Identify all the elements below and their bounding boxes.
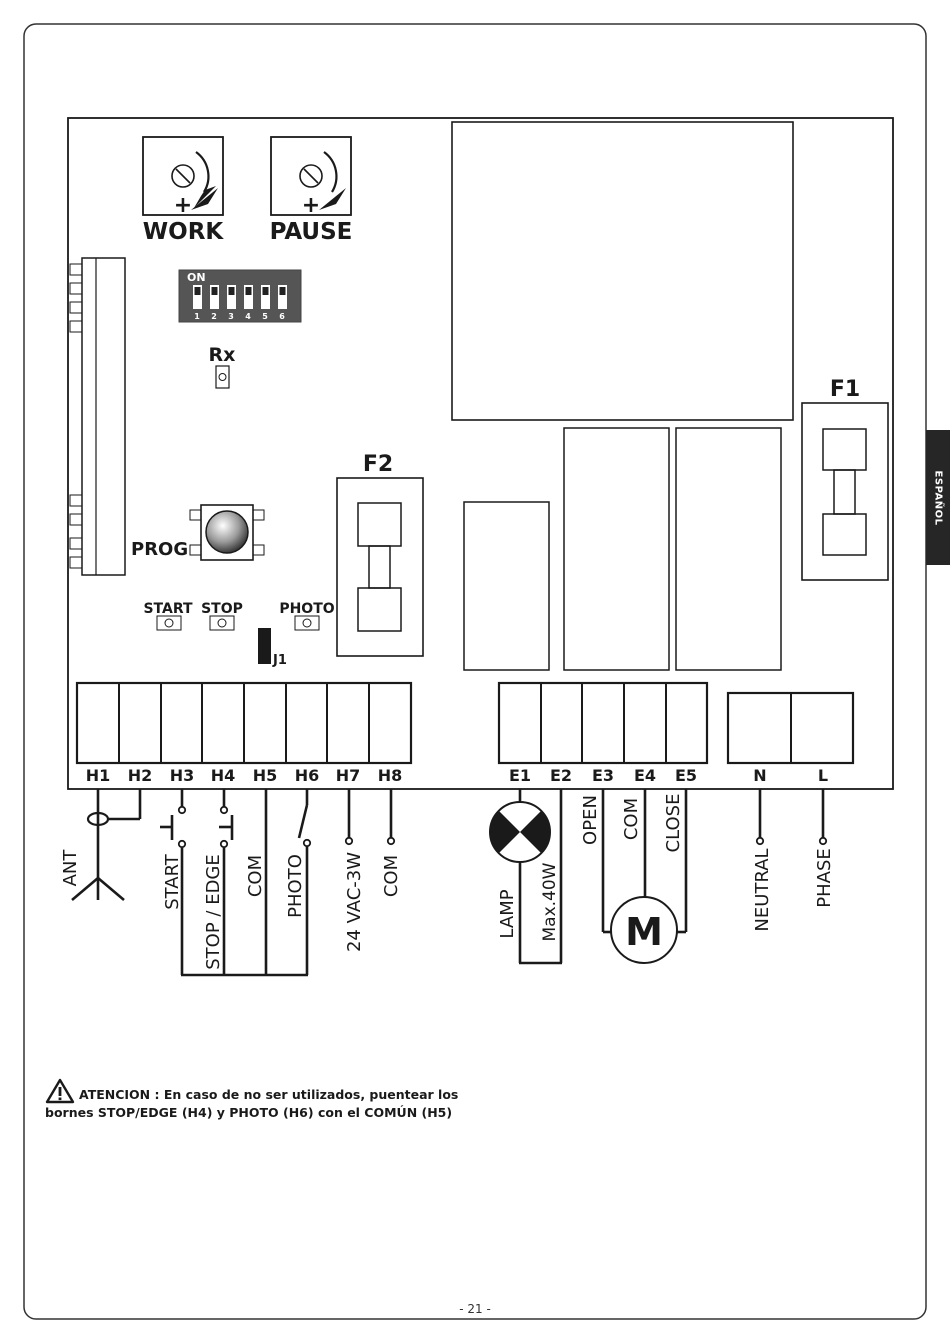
- stop-led: [209, 615, 235, 631]
- warning-line-1: ATENCION : En caso de no ser utilizados,…: [79, 1087, 459, 1102]
- language-tab: ESPAÑOL: [926, 430, 950, 565]
- wire-label-max40w: Max.40W: [540, 862, 560, 941]
- f2-fuse: [336, 477, 424, 657]
- warning-note: ATENCION : En caso de no ser utilizados,…: [45, 1078, 465, 1121]
- page-number: - 21 -: [459, 1302, 491, 1316]
- dip-switch: ON 1 2 3 4 5 6: [178, 269, 302, 323]
- wire-label-com-h5: COM: [245, 855, 266, 897]
- terminal-label-h3: H3: [170, 766, 195, 785]
- terminal-label-h2: H2: [128, 766, 153, 785]
- rx-led: [215, 365, 230, 389]
- wire-label-com-h8: COM: [381, 855, 402, 897]
- work-plus-label: +: [174, 193, 192, 218]
- dip-number: 1: [194, 312, 200, 321]
- wire-label-neutral: NEUTRAL: [752, 848, 773, 931]
- wire-label-stop-edge: STOP / EDGE: [203, 854, 224, 970]
- pause-plus-label: +: [302, 193, 320, 218]
- dip-number: 5: [262, 312, 268, 321]
- terminal-label-e1: E1: [509, 766, 531, 785]
- page-frame: [23, 23, 927, 1320]
- pause-trimmer: +: [270, 136, 352, 218]
- wire-label-lamp: LAMP: [497, 889, 518, 938]
- wire-label-phase: PHASE: [814, 848, 835, 908]
- terminal-label-h6: H6: [295, 766, 320, 785]
- terminal-label-h7: H7: [336, 766, 361, 785]
- terminal-label-h4: H4: [211, 766, 236, 785]
- j1-jumper: [258, 628, 271, 664]
- wire-label-close: CLOSE: [663, 794, 684, 853]
- relay: [563, 427, 670, 671]
- lamp-symbol: [489, 801, 551, 863]
- dip-on-label: ON: [187, 271, 206, 284]
- terminal-label-h5: H5: [253, 766, 278, 785]
- prog-label: PROG: [131, 539, 188, 560]
- stop-led-label: STOP: [201, 601, 243, 617]
- f2-label: F2: [363, 452, 393, 477]
- terminal-label-l: L: [818, 766, 828, 785]
- warning-icon: [45, 1078, 75, 1104]
- wire-label-photo: PHOTO: [285, 854, 306, 918]
- start-led: [156, 615, 182, 631]
- prog-button: [189, 504, 265, 561]
- wiring: [71, 789, 825, 977]
- warning-line-2: bornes STOP/EDGE (H4) y PHOTO (H6) con e…: [45, 1105, 453, 1120]
- wire-label-ant: ANT: [60, 849, 81, 887]
- dip-number: 2: [211, 312, 217, 321]
- receiver-connector: [69, 257, 126, 576]
- j1-label: J1: [272, 653, 287, 668]
- wire-label-com-motor: COM: [621, 798, 642, 840]
- terminal-label-h8: H8: [378, 766, 403, 785]
- work-trimmer: +: [142, 136, 224, 218]
- terminal-block-power: [726, 691, 855, 765]
- start-led-label: START: [143, 601, 193, 617]
- terminal-label-e5: E5: [675, 766, 697, 785]
- f1-fuse: [801, 402, 889, 581]
- dip-number: 3: [228, 312, 234, 321]
- language-tab-label: ESPAÑOL: [932, 470, 944, 525]
- terminal-label-h1: H1: [86, 766, 111, 785]
- terminal-label-n: N: [753, 766, 766, 785]
- terminal-label-e2: E2: [550, 766, 572, 785]
- terminal-label-e3: E3: [592, 766, 614, 785]
- control-board: [67, 117, 894, 790]
- terminal-block-e: [497, 681, 709, 765]
- photo-led: [294, 615, 320, 631]
- rx-label: Rx: [209, 344, 236, 366]
- motor-label: M: [625, 910, 663, 954]
- pause-label: PAUSE: [270, 219, 353, 245]
- work-label: WORK: [143, 219, 225, 245]
- wire-end-terminals: [177, 805, 828, 849]
- dip-number: 6: [279, 312, 285, 321]
- dip-number: 4: [245, 312, 251, 321]
- wire-label-open: OPEN: [580, 795, 601, 845]
- wire-label-24vac: 24 VAC-3W: [344, 852, 365, 952]
- f1-label: F1: [830, 377, 860, 402]
- motor-symbol: M: [610, 896, 678, 964]
- capacitor-block: [463, 501, 550, 671]
- photo-led-label: PHOTO: [279, 601, 334, 617]
- wire-label-start: START: [162, 853, 183, 910]
- relay: [675, 427, 782, 671]
- terminal-block-h: [75, 681, 413, 765]
- terminal-label-e4: E4: [634, 766, 656, 785]
- transformer-block: [451, 121, 794, 421]
